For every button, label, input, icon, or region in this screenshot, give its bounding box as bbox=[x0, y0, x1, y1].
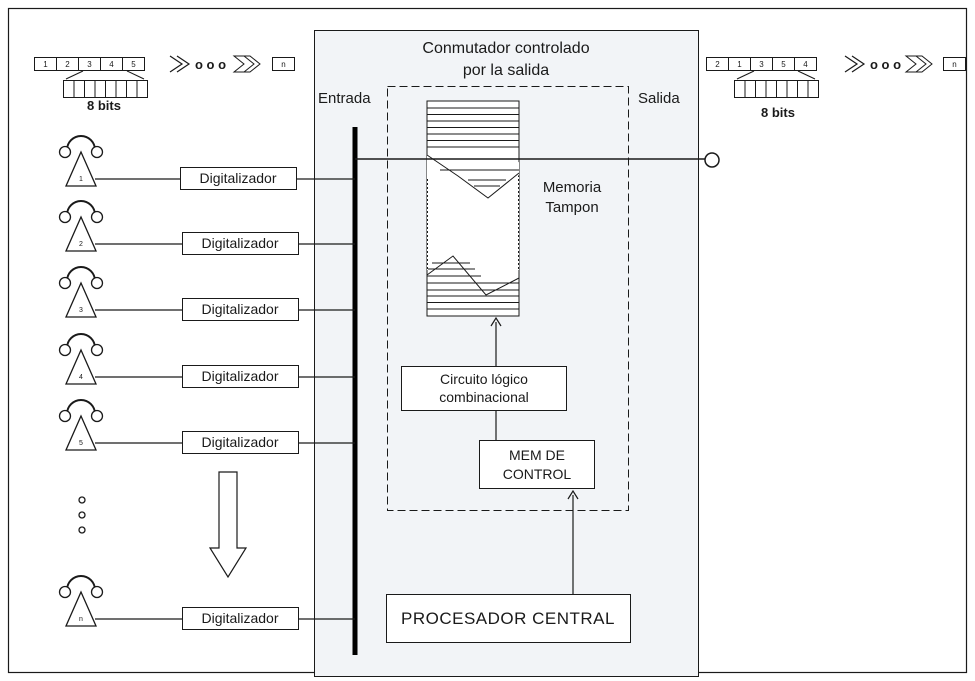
buffer-label-line1: Memoria bbox=[543, 179, 602, 196]
input-frame-bit-cell bbox=[105, 80, 117, 98]
phone-number: 4 bbox=[79, 374, 83, 381]
central-processor-box bbox=[386, 594, 631, 643]
ctrl-line2: CONTROL bbox=[503, 466, 572, 482]
input-frame-bit-cell bbox=[63, 80, 75, 98]
input-frame-slot-label: 4 bbox=[109, 60, 114, 69]
output-frame-bit-cell bbox=[744, 80, 756, 98]
logic-circuit-box bbox=[401, 366, 567, 411]
input-frame-slot-label: 2 bbox=[65, 60, 70, 69]
buffer-memory bbox=[426, 100, 520, 317]
input-frame-bit-cell bbox=[84, 80, 96, 98]
output-frame-bit-cell bbox=[765, 80, 777, 98]
output-terminal bbox=[704, 152, 720, 168]
output-frame-slot-label: 4 bbox=[803, 60, 808, 69]
output-frame-last: n bbox=[952, 60, 956, 69]
output-frame-slot-label: 1 bbox=[737, 60, 742, 69]
phone-line-1: 1 Digitalizador bbox=[58, 135, 355, 190]
input-frame: 1 2 3 4 5 o o o n 8 bits bbox=[34, 55, 295, 113]
output-bits-label: 8 bits bbox=[761, 105, 795, 120]
input-frame-dots: o o o bbox=[195, 57, 226, 72]
phone-line-4: 4 Digitalizador bbox=[58, 333, 355, 388]
digitizer-label: Digitalizador bbox=[201, 301, 278, 317]
logic-line2: combinacional bbox=[439, 389, 529, 405]
phone-number: 1 bbox=[79, 176, 83, 183]
telephone-icon bbox=[65, 281, 97, 318]
digitizer-label: Digitalizador bbox=[201, 368, 278, 384]
digitizer-label: Digitalizador bbox=[201, 235, 278, 251]
input-frame-slot bbox=[122, 57, 145, 71]
handset-icon bbox=[66, 135, 96, 151]
input-frame-bit-cell bbox=[73, 80, 85, 98]
input-bits-label: 8 bits bbox=[87, 98, 121, 113]
output-frame-bit-cell bbox=[807, 80, 819, 98]
input-frame-slot-label: 1 bbox=[43, 60, 48, 69]
output-frame-bit-cell bbox=[797, 80, 809, 98]
output-frame-slot bbox=[794, 57, 817, 71]
phone-line-3: 3 Digitalizador bbox=[58, 266, 355, 321]
telephone-icon bbox=[65, 590, 97, 627]
buffer-label-line2: Tampon bbox=[545, 199, 598, 216]
handset-icon bbox=[66, 200, 96, 216]
output-frame-dots: o o o bbox=[870, 57, 901, 72]
memory-region bbox=[387, 86, 629, 511]
input-frame-last: n bbox=[281, 60, 285, 69]
phone-number: n bbox=[79, 616, 83, 623]
telephone-icon bbox=[65, 150, 97, 187]
telephone-icon bbox=[65, 348, 97, 385]
handset-icon bbox=[66, 575, 96, 591]
phone-line-2: 2 Digitalizador bbox=[58, 200, 355, 255]
output-frame-slot-label: 5 bbox=[781, 60, 786, 69]
control-memory-box bbox=[479, 440, 595, 489]
input-label: Entrada bbox=[318, 90, 371, 107]
input-frame-bit-cell bbox=[136, 80, 148, 98]
output-frame: 2 1 3 5 4 o o o n 8 bits bbox=[706, 55, 966, 120]
logic-line1: Circuito lógico bbox=[440, 371, 528, 387]
handset-icon bbox=[66, 333, 96, 349]
output-frame-bit-cell bbox=[786, 80, 798, 98]
switch-title-line2: por la salida bbox=[463, 62, 549, 79]
switch-title-line1: Conmutador controlado bbox=[422, 40, 589, 57]
output-frame-bit-cell bbox=[734, 80, 746, 98]
telephone-icon bbox=[65, 414, 97, 451]
digitizer-label: Digitalizador bbox=[199, 170, 276, 186]
phone-number: 3 bbox=[79, 307, 83, 314]
down-arrow bbox=[208, 471, 248, 579]
input-frame-bit-cell bbox=[115, 80, 127, 98]
digitizer-label: Digitalizador bbox=[201, 434, 278, 450]
digitizer-label: Digitalizador bbox=[201, 610, 278, 626]
output-frame-slot-label: 3 bbox=[759, 60, 764, 69]
ctrl-line1: MEM DE bbox=[509, 447, 565, 463]
input-frame-bit-cell bbox=[94, 80, 106, 98]
more-phones-dots bbox=[78, 496, 86, 534]
output-frame-slot-label: 2 bbox=[715, 60, 720, 69]
output-frame-bit-cell bbox=[755, 80, 767, 98]
phone-number: 2 bbox=[79, 241, 83, 248]
handset-icon bbox=[66, 266, 96, 282]
phone-line-5: 5 Digitalizador bbox=[58, 399, 355, 454]
cpu-label: PROCESADOR CENTRAL bbox=[401, 609, 615, 628]
input-frame-slot-label: 3 bbox=[87, 60, 92, 69]
output-label: Salida bbox=[638, 90, 680, 107]
input-frame-slot-label: 5 bbox=[131, 60, 136, 69]
telephone-icon bbox=[65, 215, 97, 252]
input-frame-bit-cell bbox=[126, 80, 138, 98]
output-frame-bit-cell bbox=[776, 80, 788, 98]
handset-icon bbox=[66, 399, 96, 415]
phone-line-n: n Digitalizador bbox=[58, 575, 355, 630]
phone-number: 5 bbox=[79, 440, 83, 447]
